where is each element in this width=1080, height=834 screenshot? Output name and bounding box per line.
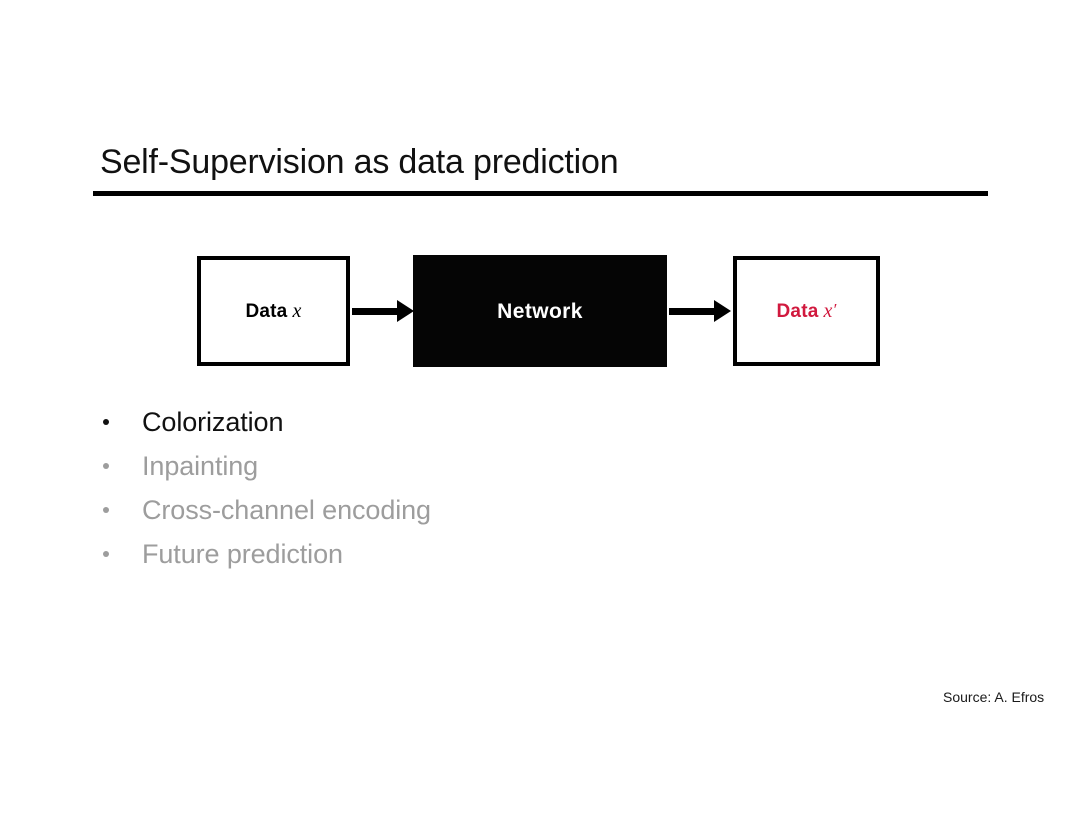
diagram-node-network[interactable]: Network [413,255,667,367]
title-underline-rule [93,191,988,196]
bullet-dot-icon [103,507,109,513]
arrow-network-to-data-out [669,300,731,322]
list-item[interactable]: Cross-channel encoding [99,488,659,532]
list-item[interactable]: Colorization [99,400,659,444]
node-variable-x: x [292,300,302,322]
bullet-list: Colorization Inpainting Cross-channel en… [99,400,659,576]
prime-symbol: ′ [832,300,837,319]
list-item-label: Colorization [142,406,284,437]
node-label-text: Data [776,301,819,322]
bullet-dot-icon [103,551,109,557]
bullet-dot-icon [103,419,109,425]
list-item[interactable]: Future prediction [99,532,659,576]
node-label-text: Data [245,301,288,322]
diagram-node-network-label: Network [497,299,583,323]
variable-letter: x [823,300,833,322]
page-title: Self-Supervision as data prediction [100,143,619,181]
list-item-label: Future prediction [142,538,343,569]
bullet-dot-icon [103,463,109,469]
source-attribution: Source: A. Efros [943,689,1045,705]
node-variable-x-prime: x′ [818,300,836,322]
arrow-data-in-to-network [352,300,414,322]
list-item[interactable]: Inpainting [99,444,659,488]
list-item-label: Inpainting [142,450,259,481]
list-item-label: Cross-channel encoding [142,494,431,525]
